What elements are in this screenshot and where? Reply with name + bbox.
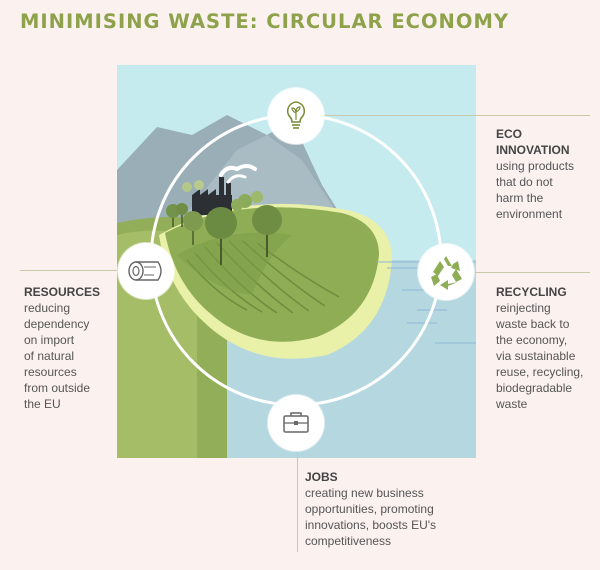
eco-text-line: that do not — [496, 175, 553, 189]
resources-text-line: on import — [24, 333, 75, 347]
log-icon — [128, 261, 162, 281]
resources-text-line: from outside — [24, 381, 91, 395]
recycling-label: RECYCLING reinjecting waste back to the … — [496, 284, 598, 412]
briefcase-icon-badge — [268, 395, 324, 451]
recycling-text-line: reinjecting — [496, 301, 551, 315]
jobs-text-line: opportunities, promoting — [305, 502, 434, 516]
eco-innovation-heading-2: INNOVATION — [496, 143, 570, 157]
eco-text-line: using products — [496, 159, 575, 173]
recycling-text-line: reuse, recycling, — [496, 365, 584, 379]
lightbulb-icon-badge — [268, 88, 324, 144]
recycling-connector — [472, 272, 590, 273]
recycling-text-line: via sustainable — [496, 349, 576, 363]
jobs-text-line: innovations, boosts EU's — [305, 518, 437, 532]
briefcase-icon — [283, 412, 309, 433]
eco-connector — [320, 115, 590, 116]
recycling-text-line: waste — [496, 397, 528, 411]
lightbulb-icon — [286, 101, 306, 129]
jobs-text-line: creating new business — [305, 486, 424, 500]
resources-heading: RESOURCES — [24, 285, 101, 299]
eco-text-line: harm the — [496, 191, 544, 205]
resources-label: RESOURCES reducing dependency on import … — [24, 284, 116, 412]
eco-innovation-heading-1: ECO — [496, 127, 523, 141]
recycling-text-line: biodegradable — [496, 381, 573, 395]
resources-text-line: resources — [24, 365, 77, 379]
resources-text-line: of natural — [24, 349, 75, 363]
resources-connector — [20, 270, 124, 271]
log-icon-badge — [118, 243, 174, 299]
recycle-icon-badge — [418, 244, 474, 300]
recycling-heading: RECYCLING — [496, 285, 567, 299]
jobs-text-line: competitiveness — [305, 534, 392, 548]
page-title: MINIMISING WASTE: CIRCULAR ECONOMY — [20, 10, 509, 33]
recycling-text-line: waste back to — [496, 317, 570, 331]
recycle-icon — [431, 256, 462, 290]
eco-text-line: environment — [496, 207, 563, 221]
landscape-illustration — [117, 65, 476, 458]
recycling-text-line: the economy, — [496, 333, 568, 347]
resources-text-line: the EU — [24, 397, 61, 411]
jobs-connector — [297, 452, 298, 552]
jobs-label: JOBS creating new business opportunities… — [305, 469, 465, 549]
resources-text-line: reducing — [24, 301, 71, 315]
eco-innovation-label: ECO INNOVATION using products that do no… — [496, 126, 596, 222]
resources-text-line: dependency — [24, 317, 90, 331]
jobs-heading: JOBS — [305, 470, 338, 484]
